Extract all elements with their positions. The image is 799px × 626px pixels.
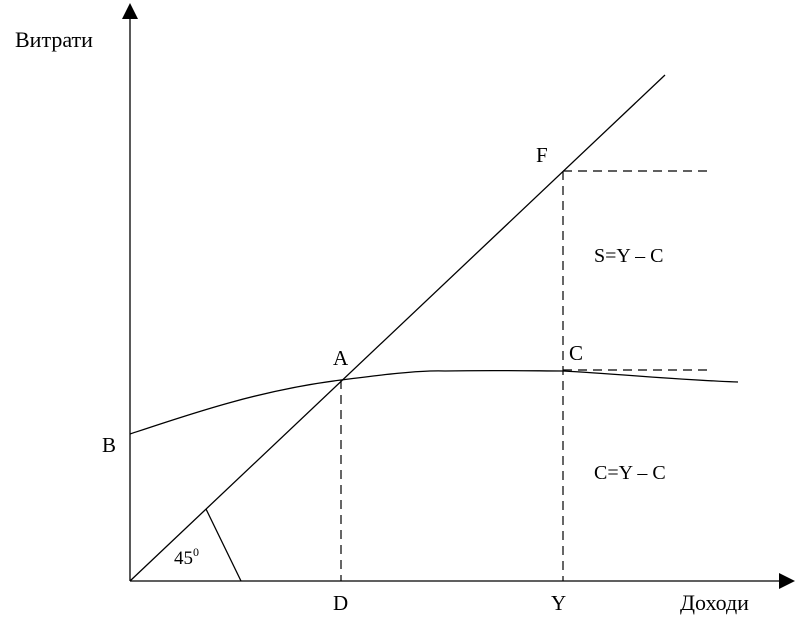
point-y-label: Y — [551, 591, 566, 615]
angle-label: 450 — [174, 545, 199, 569]
angle-degree-mark: 0 — [193, 545, 199, 559]
point-b-label: B — [102, 433, 116, 457]
angle-marker — [205, 508, 242, 582]
vertical-axis-arrow — [122, 3, 138, 19]
forty-five-degree-line — [129, 74, 666, 582]
consumption-equation: C=Y – C — [594, 462, 666, 484]
y-axis-label: Витрати — [15, 27, 93, 52]
angle-value: 45 — [174, 548, 193, 569]
savings-equation: S=Y – C — [594, 245, 663, 267]
horizontal-axis-arrow — [779, 573, 795, 589]
point-d-label: D — [333, 591, 348, 615]
consumption-curve — [129, 369, 739, 435]
point-a-label: A — [333, 346, 349, 370]
point-f-label: F — [536, 143, 548, 167]
point-c-label: C — [569, 341, 583, 365]
x-axis-label: Доходи — [680, 590, 749, 615]
